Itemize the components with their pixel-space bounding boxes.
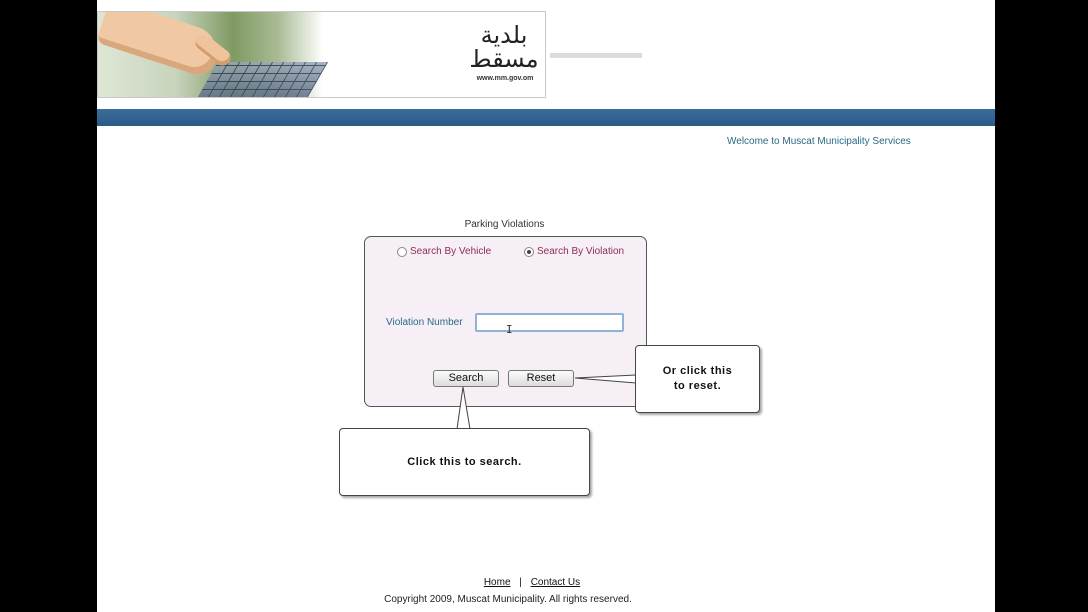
radio-unchecked-icon[interactable] — [397, 246, 407, 257]
page: بلدية مسقط www.mm.gov.om Welcome to Musc… — [97, 0, 995, 612]
radio-search-by-vehicle[interactable]: Search By Vehicle — [397, 246, 491, 257]
footer-links: Home | Contact Us — [97, 577, 967, 588]
search-button[interactable]: Search — [433, 370, 499, 387]
violation-number-label: Violation Number — [386, 317, 463, 328]
search-callout: Click this to search. — [339, 428, 590, 496]
footer-separator: | — [519, 577, 522, 588]
logo-url: www.mm.gov.om — [476, 75, 534, 82]
reset-callout: Or click this to reset. — [635, 345, 760, 413]
footer-contact-link[interactable]: Contact Us — [530, 577, 581, 588]
header-divider — [550, 53, 642, 58]
keyboard-image — [197, 62, 329, 97]
radio-search-by-violation[interactable]: Search By Violation — [524, 246, 624, 257]
banner-photo — [98, 12, 329, 97]
reset-button[interactable]: Reset — [508, 370, 574, 387]
text-cursor-icon: I — [506, 323, 513, 336]
radio-label-violation: Search By Violation — [537, 246, 625, 257]
header-banner: بلدية مسقط www.mm.gov.om — [97, 11, 546, 98]
violation-number-input[interactable] — [475, 313, 624, 332]
footer-home-link[interactable]: Home — [483, 577, 511, 588]
radio-label-vehicle: Search By Vehicle — [410, 246, 492, 257]
search-form: Search By Vehicle Search By Violation Vi… — [364, 236, 647, 407]
nav-bar — [97, 109, 995, 126]
welcome-text: Welcome to Muscat Municipality Services — [727, 136, 911, 147]
form-title: Parking Violations — [464, 219, 545, 230]
municipality-logo: بلدية مسقط — [469, 21, 539, 73]
radio-checked-icon[interactable] — [524, 246, 534, 257]
copyright-text: Copyright 2009, Muscat Municipality. All… — [384, 594, 632, 605]
